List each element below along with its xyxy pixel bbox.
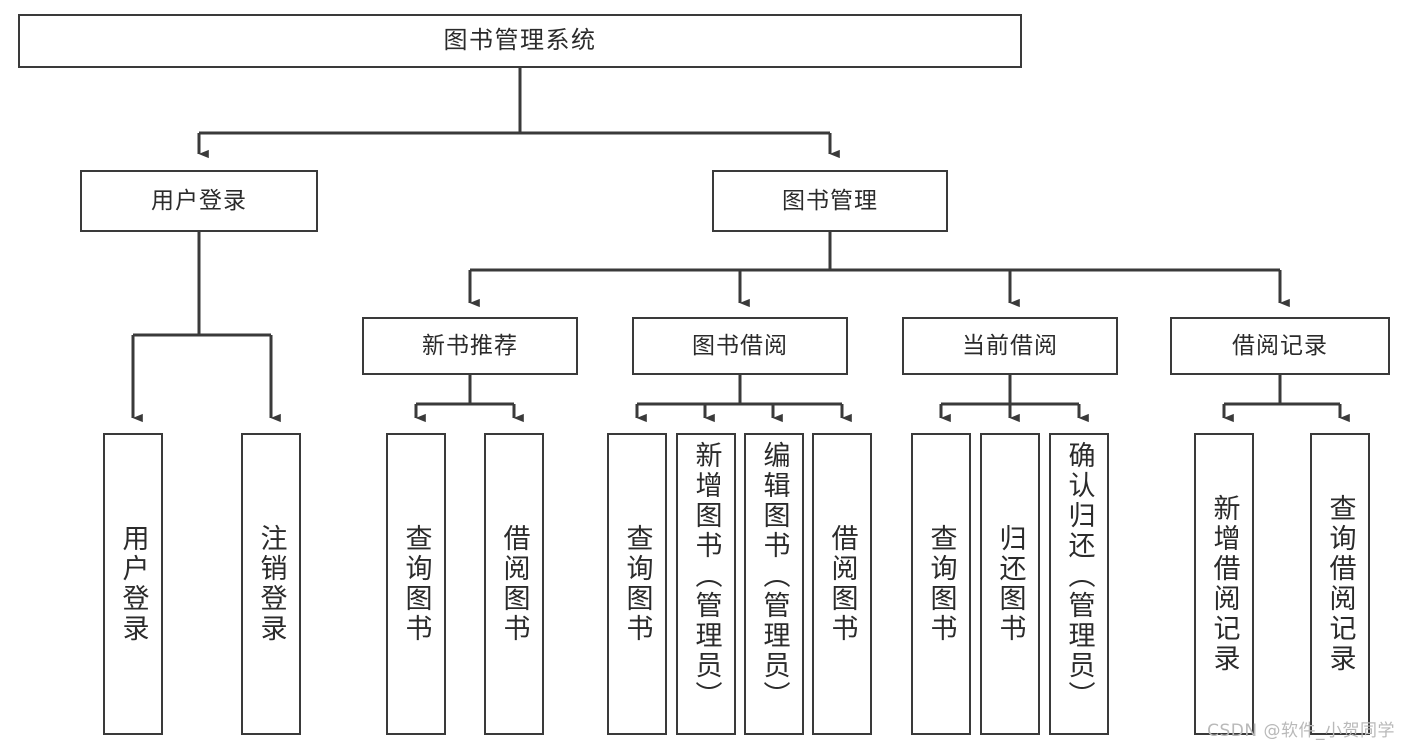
node-borrow-record[interactable]: 借阅记录 (1170, 317, 1390, 375)
node-label: 图书管理系统 (443, 26, 597, 55)
node-book-borrow[interactable]: 图书借阅 (632, 317, 848, 375)
node-label: 用户登录 (117, 524, 149, 644)
node-user-login[interactable]: 用户登录 (80, 170, 318, 232)
node-label: 新书推荐 (422, 332, 518, 359)
node-label: 查询图书 (621, 524, 653, 644)
node-label: 用户登录 (151, 187, 247, 214)
node-label: 借阅图书 (826, 524, 858, 644)
node-label: 新增图书（管理员） (690, 441, 722, 711)
node-current-borrow[interactable]: 当前借阅 (902, 317, 1118, 375)
node-label: 图书借阅 (692, 332, 788, 359)
node-leaf-add-book-admin[interactable]: 新增图书（管理员） (676, 433, 736, 735)
node-leaf-logout[interactable]: 注销登录 (241, 433, 301, 735)
node-label: 归还图书 (994, 524, 1026, 644)
node-label: 查询借阅记录 (1324, 494, 1356, 674)
node-root-system[interactable]: 图书管理系统 (18, 14, 1022, 68)
node-leaf-query-book-borrow[interactable]: 查询图书 (607, 433, 667, 735)
node-leaf-edit-book-admin[interactable]: 编辑图书（管理员） (744, 433, 804, 735)
node-label: 借阅图书 (498, 524, 530, 644)
node-label: 查询图书 (925, 524, 957, 644)
node-new-book-recommend[interactable]: 新书推荐 (362, 317, 578, 375)
node-book-manage[interactable]: 图书管理 (712, 170, 948, 232)
node-leaf-borrow-book-new[interactable]: 借阅图书 (484, 433, 544, 735)
node-leaf-query-borrow-record[interactable]: 查询借阅记录 (1310, 433, 1370, 735)
csdn-watermark: CSDN @软件_小贺同学 (1207, 721, 1395, 741)
node-label: 图书管理 (782, 187, 878, 214)
node-label: 确认归还（管理员） (1063, 441, 1095, 711)
node-label: 新增借阅记录 (1208, 494, 1240, 674)
node-label: 查询图书 (400, 524, 432, 644)
node-label: 借阅记录 (1232, 332, 1328, 359)
node-label: 当前借阅 (962, 332, 1058, 359)
node-leaf-query-book-current[interactable]: 查询图书 (911, 433, 971, 735)
node-leaf-query-book-new[interactable]: 查询图书 (386, 433, 446, 735)
node-leaf-borrow-book-borrow[interactable]: 借阅图书 (812, 433, 872, 735)
node-leaf-add-borrow-record[interactable]: 新增借阅记录 (1194, 433, 1254, 735)
node-leaf-user-login[interactable]: 用户登录 (103, 433, 163, 735)
node-leaf-return-book[interactable]: 归还图书 (980, 433, 1040, 735)
node-label: 注销登录 (255, 524, 287, 644)
node-label: 编辑图书（管理员） (758, 441, 790, 711)
node-leaf-confirm-return-admin[interactable]: 确认归还（管理员） (1049, 433, 1109, 735)
